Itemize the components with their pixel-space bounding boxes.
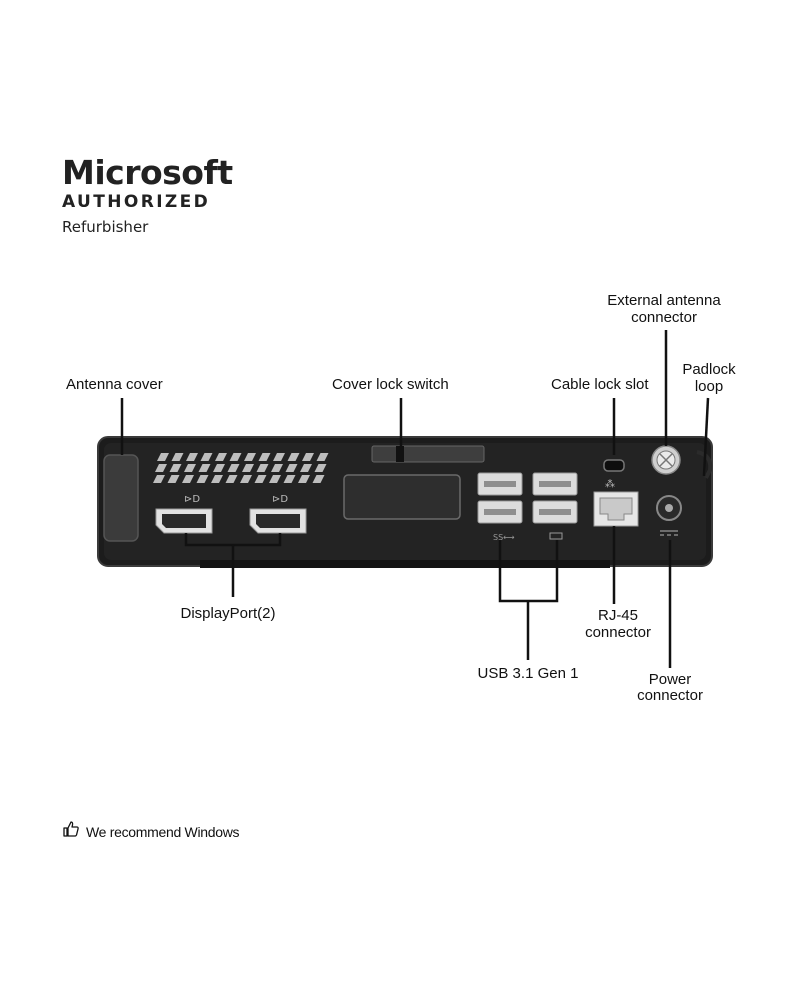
vent-slot [273, 453, 285, 461]
vent-slot [198, 464, 211, 472]
usb-ports [477, 472, 578, 524]
vent-slot [182, 475, 194, 483]
displayport-connectors: ⊳D ⊳D [155, 494, 307, 534]
vent-slot [316, 453, 329, 461]
cable-lock-slot [603, 459, 625, 472]
power-connector-label-line2: connector [637, 687, 703, 704]
vent-slot [271, 464, 283, 472]
rj45-label-line1: RJ-45 [598, 607, 638, 624]
microsoft-authorized-badge: Microsoft AUTHORIZED Refurbisher [62, 153, 233, 237]
vent-slot [244, 453, 256, 461]
usb-charge-icon [549, 532, 563, 540]
vent-slot [258, 453, 271, 461]
padlock-loop [696, 450, 713, 479]
vent-slot [300, 464, 312, 472]
vent-slot [211, 475, 223, 483]
usb-port [532, 472, 578, 496]
vent-slot [269, 475, 281, 483]
external-antenna-label-line2: connector [631, 309, 697, 326]
vent-slot [169, 464, 182, 472]
recommend-windows-note: We recommend Windows [62, 820, 240, 843]
blank-cover-plate [343, 474, 461, 520]
vent-slot [302, 453, 314, 461]
external-antenna-connector [651, 445, 681, 475]
usb-ss-icon: SS⟷ [493, 533, 515, 542]
vent-slot [215, 453, 227, 461]
vent-slot [196, 475, 209, 483]
cover-lock-switch-label: Cover lock switch [332, 376, 449, 393]
displayport-icon: ⊳D [184, 494, 200, 505]
usb-port [477, 500, 523, 524]
usb-label: USB 3.1 Gen 1 [478, 665, 579, 682]
vent-slot [229, 453, 242, 461]
vent-slot [298, 475, 310, 483]
thumbs-up-icon [62, 820, 80, 843]
padlock-loop-label-line2: loop [695, 378, 723, 395]
rj45-port: ⁂ [593, 478, 639, 527]
cable-lock-slot-label: Cable lock slot [551, 376, 649, 393]
antenna-cover [103, 454, 139, 542]
vent-slot [213, 464, 225, 472]
vent-slot [167, 475, 180, 483]
power-connector-label-line1: Power [649, 671, 692, 688]
vent-slot [184, 464, 196, 472]
padlock-loop-label-line1: Padlock [682, 361, 736, 378]
badge-brand: Microsoft [62, 153, 233, 192]
recommend-windows-text: We recommend Windows [86, 823, 240, 840]
vent-slot [200, 453, 213, 461]
badge-role: Refurbisher [62, 218, 149, 236]
vent-slot [254, 475, 267, 483]
vent-slot [225, 475, 238, 483]
cover-lock-switch [371, 445, 485, 463]
vent-slot [157, 453, 169, 461]
antenna-cover-label: Antenna cover [66, 376, 163, 393]
usb-port [477, 472, 523, 496]
displayport-label: DisplayPort(2) [180, 605, 275, 622]
vent-slot [287, 453, 300, 461]
vent-slot [186, 453, 198, 461]
vent-slot [312, 475, 325, 483]
vent-slot [153, 475, 165, 483]
rj45-label-line2: connector [585, 624, 651, 641]
network-icon: ⁂ [605, 478, 615, 490]
vent-slot [171, 453, 184, 461]
vent-slot [314, 464, 327, 472]
leader-lines [120, 330, 710, 668]
vent-slot [155, 464, 167, 472]
usb-port [532, 500, 578, 524]
vent-slot [285, 464, 298, 472]
vent-slot [256, 464, 269, 472]
vent-slot [240, 475, 252, 483]
displayport-icon: ⊳D [272, 494, 288, 505]
power-connector [656, 495, 682, 536]
vent-grille [153, 453, 329, 483]
vent-slot [283, 475, 296, 483]
external-antenna-label-line1: External antenna [607, 292, 721, 309]
badge-status: AUTHORIZED [62, 192, 211, 212]
dc-power-icon [660, 530, 678, 536]
vent-slot [227, 464, 240, 472]
vent-slot [242, 464, 254, 472]
